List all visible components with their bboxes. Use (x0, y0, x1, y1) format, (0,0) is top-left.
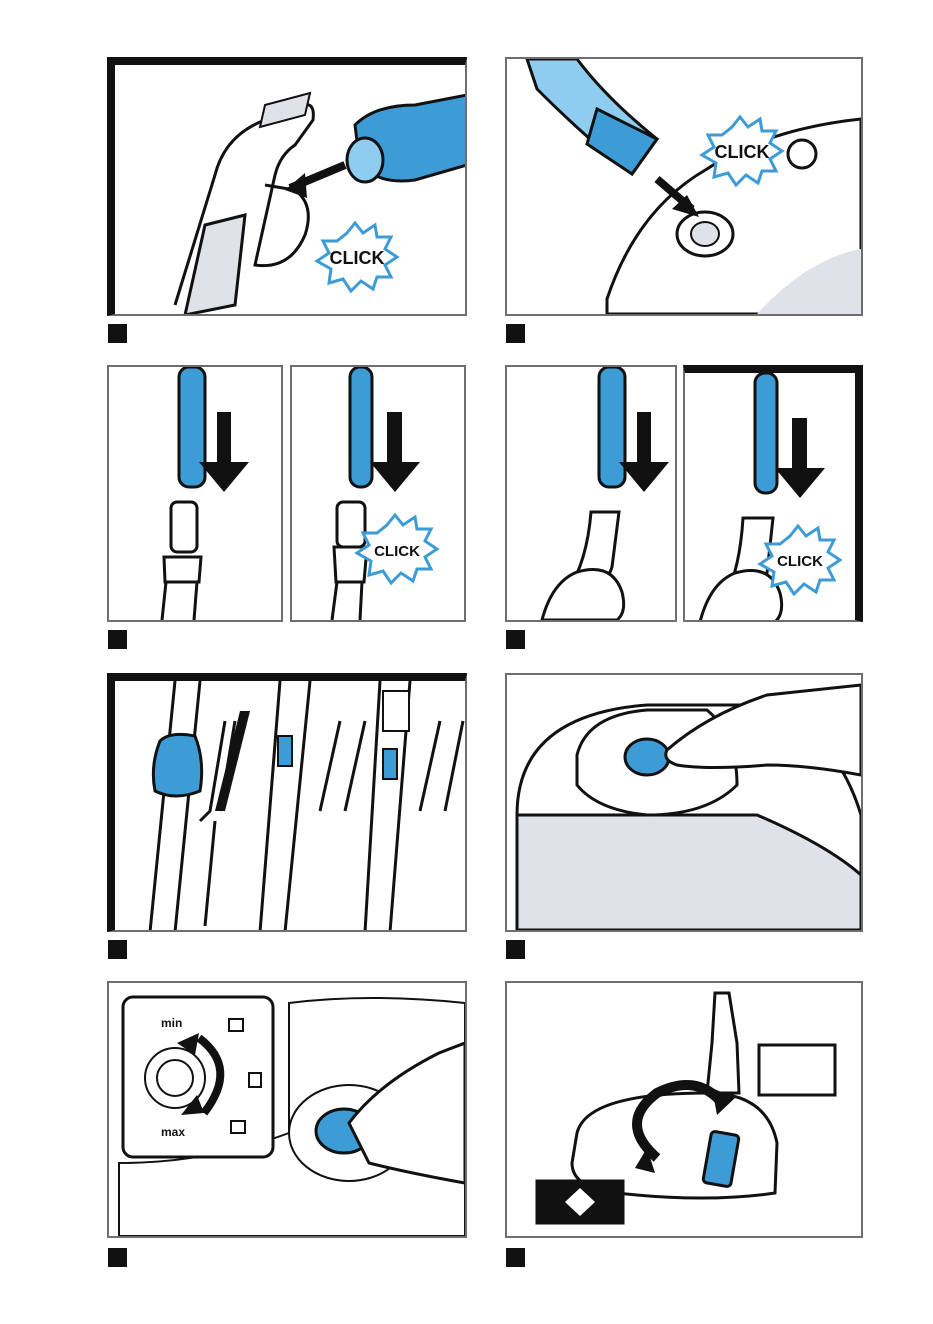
panel-hose-body: CLICK (505, 57, 863, 316)
step-marker (506, 324, 525, 343)
tube-attach-illustration: CLICK (292, 367, 464, 620)
carpet-icon (231, 1121, 245, 1133)
min-label: min (161, 1016, 182, 1030)
tube-nozzle-illustration: CLICK (685, 373, 853, 622)
click-burst-icon: CLICK (507, 59, 861, 314)
power-knob-icon (625, 739, 669, 775)
panel-hose-handle: CLICK (107, 57, 467, 316)
step-marker (506, 940, 525, 959)
panel-telescopic (107, 673, 467, 932)
step-marker (506, 1248, 525, 1267)
panel-nozzle-switch (505, 981, 863, 1238)
step-marker (108, 940, 127, 959)
click-label: CLICK (330, 248, 385, 268)
tube-attach-illustration (109, 367, 281, 620)
step-marker (108, 630, 127, 649)
telescopic-illustration (115, 681, 467, 932)
step-marker (108, 1248, 127, 1267)
carpet-icon (759, 1045, 835, 1095)
panel-power-button (505, 673, 863, 932)
nozzle-switch-illustration (507, 983, 861, 1236)
power-button-illustration (507, 675, 861, 930)
click-label: CLICK (715, 142, 770, 162)
panel-power-dial: min max (107, 981, 467, 1238)
panel-tube-attach-b: CLICK (290, 365, 466, 622)
step-marker (506, 630, 525, 649)
click-label: CLICK (374, 543, 420, 560)
carpet-icon (249, 1073, 261, 1087)
tube-nozzle-illustration (507, 367, 675, 620)
hard-floor-icon (229, 1019, 243, 1031)
panel-tube-attach-a (107, 365, 283, 622)
step-marker (108, 324, 127, 343)
click-label: CLICK (777, 553, 823, 570)
panel-tube-nozzle-b: CLICK (683, 365, 863, 622)
click-burst-icon: CLICK (115, 65, 467, 316)
power-dial-illustration: min max (109, 983, 465, 1236)
panel-tube-nozzle-a (505, 365, 677, 622)
power-knob-icon (157, 1060, 193, 1096)
max-label: max (161, 1125, 185, 1139)
